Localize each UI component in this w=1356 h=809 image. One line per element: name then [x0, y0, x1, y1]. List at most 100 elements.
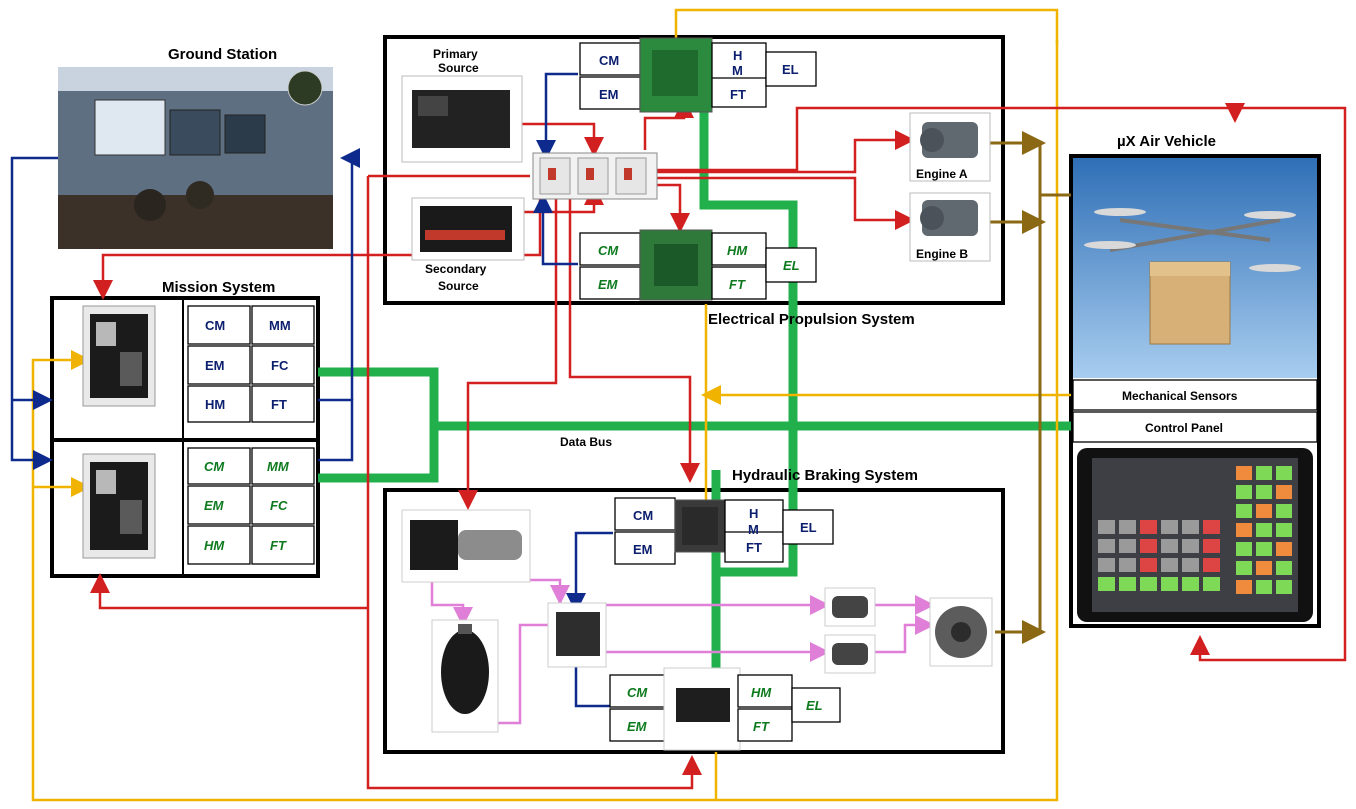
tablet-key: [1256, 580, 1272, 594]
mission-system-title: Mission System: [162, 279, 275, 296]
mission-lower-ft: FT: [270, 538, 287, 553]
tablet-key: [1256, 504, 1272, 518]
engine-a-label: Engine A: [916, 167, 968, 181]
primary-source-label-1: Primary: [433, 47, 478, 61]
mission-lower-mm: MM: [267, 459, 290, 474]
primary-source-label-2: Source: [438, 61, 479, 75]
eps-mid-hm: HM: [727, 243, 748, 258]
tablet-key: [1119, 558, 1136, 572]
mission-upper-fc: FC: [271, 358, 289, 373]
tablet-key: [1119, 539, 1136, 553]
tablet-key: [1236, 485, 1252, 499]
tablet-key: [1119, 577, 1136, 591]
mission-upper-hm: HM: [205, 397, 225, 412]
eps-top-cm: CM: [599, 53, 619, 68]
mission-upper-cm: CM: [205, 318, 225, 333]
tablet-key: [1098, 520, 1115, 534]
tablet-key: [1276, 580, 1292, 594]
mission-lower-em: EM: [204, 498, 225, 513]
secondary-source-image: [412, 198, 524, 260]
secondary-source-label-1: Secondary: [425, 262, 487, 276]
tablet-key: [1140, 539, 1157, 553]
tablet-key: [1276, 466, 1292, 480]
tablet-key: [1276, 523, 1292, 537]
accumulator-image: [432, 620, 498, 732]
tablet-key: [1182, 558, 1199, 572]
mission-upper-ft: FT: [271, 397, 287, 412]
tablet-key: [1256, 523, 1272, 537]
hbs-bottom-em: EM: [627, 719, 648, 734]
tablet-key: [1276, 542, 1292, 556]
hbs-top-m: M: [748, 522, 759, 537]
tablet-key: [1098, 577, 1115, 591]
tablet-key: [1203, 520, 1220, 534]
hbs-top-cm: CM: [633, 508, 653, 523]
tablet-key: [1140, 520, 1157, 534]
tablet-key: [1161, 558, 1178, 572]
hbs-bottom-el: EL: [806, 698, 823, 713]
hydraulic-braking-title: Hydraulic Braking System: [732, 467, 918, 484]
tablet-key: [1098, 558, 1115, 572]
tablet-key: [1098, 539, 1115, 553]
mission-upper-em: EM: [205, 358, 225, 373]
eps-mid-cm: CM: [598, 243, 619, 258]
tablet-key: [1161, 539, 1178, 553]
brake-disc-image: [930, 598, 992, 666]
brake-cylinder-2-image: [825, 635, 875, 673]
electrical-propulsion-title: Electrical Propulsion System: [708, 311, 915, 328]
ground-station-title: Ground Station: [168, 46, 277, 63]
tablet-key: [1256, 542, 1272, 556]
primary-source-image: [402, 76, 522, 162]
tablet-key: [1140, 558, 1157, 572]
tablet-key: [1182, 577, 1199, 591]
tablet-key: [1236, 580, 1252, 594]
eps-top-h: H: [733, 48, 742, 63]
hbs-top-em: EM: [633, 542, 653, 557]
tablet-key: [1203, 577, 1220, 591]
tablet-key: [1119, 520, 1136, 534]
eps-top-el: EL: [782, 62, 799, 77]
tablet-key: [1256, 466, 1272, 480]
eps-top-m: M: [732, 63, 743, 78]
tablet-key: [1236, 542, 1252, 556]
tablet-key: [1182, 539, 1199, 553]
tablet-key: [1203, 539, 1220, 553]
tablet-key: [1276, 504, 1292, 518]
tablet-key: [1161, 577, 1178, 591]
hbs-bottom-hm: HM: [751, 685, 772, 700]
hydraulic-pump-image: [402, 510, 530, 582]
eps-mid-ft: FT: [729, 277, 746, 292]
tablet-key: [1161, 520, 1178, 534]
secondary-source-label-2: Source: [438, 279, 479, 293]
mission-upper-mm: MM: [269, 318, 291, 333]
hbs-bottom-ft: FT: [753, 719, 770, 734]
eps-top-ft: FT: [730, 87, 746, 102]
tablet-key: [1276, 561, 1292, 575]
tablet-key: [1256, 561, 1272, 575]
tablet-key: [1236, 523, 1252, 537]
circuit-breakers: [533, 153, 657, 199]
tablet-key: [1236, 561, 1252, 575]
tablet-key: [1276, 485, 1292, 499]
eps-top-em: EM: [599, 87, 619, 102]
valve-block-image: [548, 603, 606, 667]
hbs-top-el: EL: [800, 520, 817, 535]
hbs-top-ft: FT: [746, 540, 762, 555]
mission-board-lower: [83, 454, 155, 558]
mission-lower-hm: HM: [204, 538, 225, 553]
tablet-key: [1236, 504, 1252, 518]
tablet-key: [1203, 558, 1220, 572]
eps-mid-em: EM: [598, 277, 619, 292]
mission-lower-cm: CM: [204, 459, 225, 474]
brake-cylinder-1-image: [825, 588, 875, 626]
drone-image: [1073, 158, 1317, 378]
tablet-key: [1140, 577, 1157, 591]
tablet-key: [1182, 520, 1199, 534]
ground-station-photo: [58, 67, 333, 249]
air-vehicle-title: µX Air Vehicle: [1117, 133, 1216, 150]
eps-mid-el: EL: [783, 258, 800, 273]
control-panel-label: Control Panel: [1145, 421, 1223, 435]
hbs-top-h: H: [749, 506, 758, 521]
hbs-bottom-cm: CM: [627, 685, 648, 700]
